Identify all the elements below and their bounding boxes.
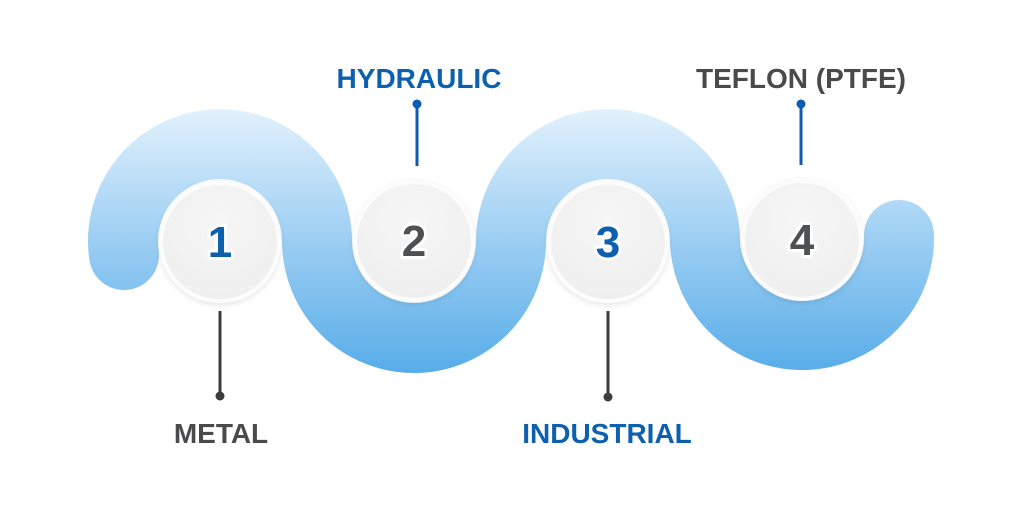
step-1: 1 METAL: [159, 181, 281, 449]
step-4-circle: [741, 179, 863, 301]
step-3-circle: [547, 181, 669, 303]
wave-ribbon: [88, 109, 935, 373]
step-1-number: 1: [208, 218, 232, 267]
step-2-label: HYDRAULIC: [337, 63, 502, 94]
step-1-label: METAL: [174, 418, 268, 449]
step-4: 4 TEFLON (PTFE): [696, 63, 906, 301]
step-4-number: 4: [790, 216, 815, 265]
step-1-circle: [159, 181, 281, 303]
step-4-label: TEFLON (PTFE): [696, 63, 906, 94]
step-3-label: INDUSTRIAL: [522, 418, 692, 449]
step-2-number: 2: [402, 217, 426, 266]
step-4-connector-dot: [796, 99, 806, 109]
step-3-connector-dot: [603, 392, 613, 402]
step-2-connector-dot: [412, 99, 422, 109]
step-2: 2 HYDRAULIC: [337, 63, 502, 302]
step-3: 3 INDUSTRIAL: [522, 181, 692, 449]
step-3-number: 3: [596, 218, 620, 267]
step-2-circle: [353, 180, 475, 302]
step-1-connector-dot: [215, 391, 225, 401]
